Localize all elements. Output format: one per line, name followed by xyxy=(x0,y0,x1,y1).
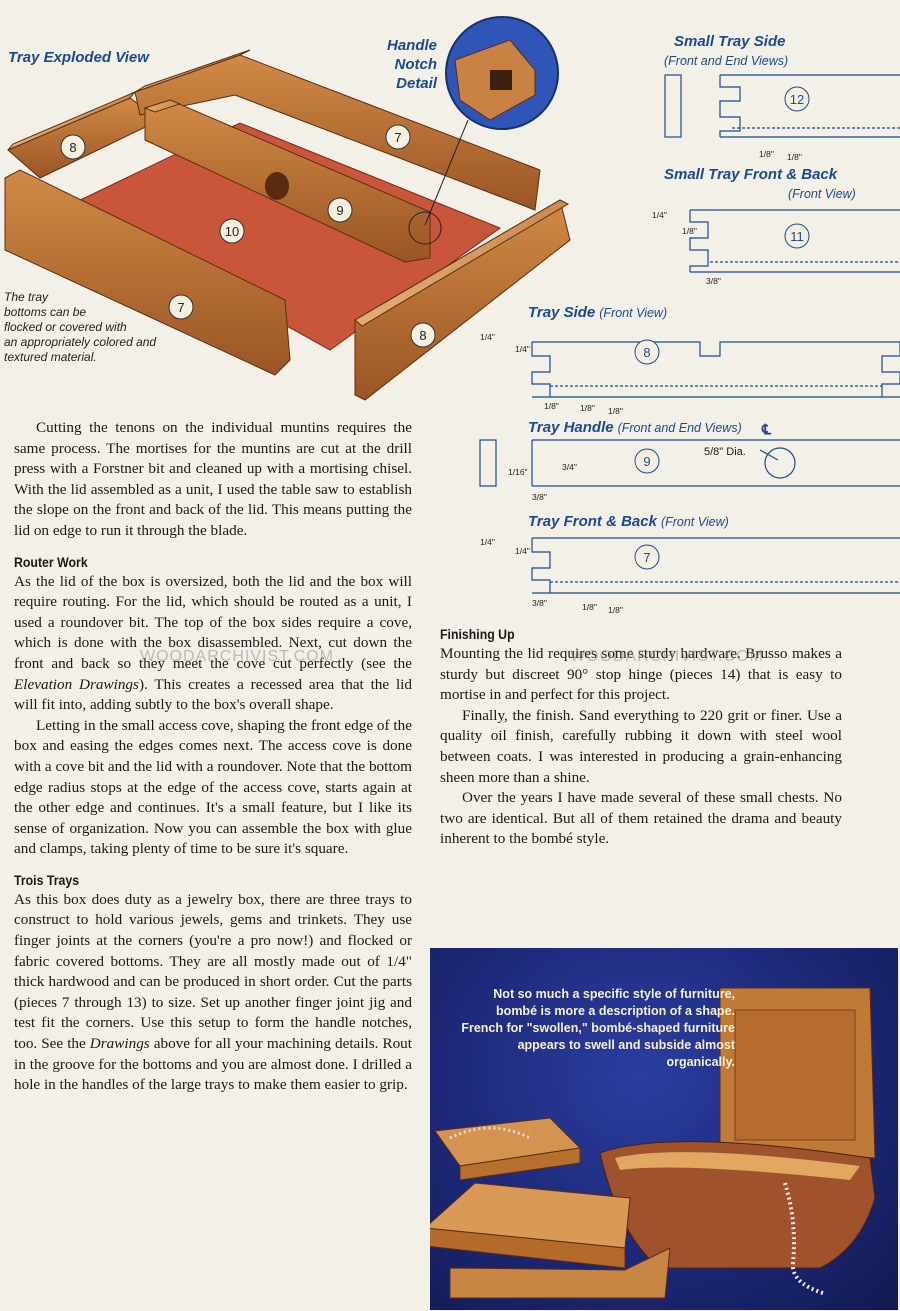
small-tray-side-subtitle: (Front and End Views) xyxy=(664,54,789,68)
section-heading-router-work: Router Work xyxy=(14,553,88,570)
svg-text:1/8": 1/8" xyxy=(608,605,623,615)
svg-text:1/8": 1/8" xyxy=(608,406,623,416)
svg-text:1/4": 1/4" xyxy=(515,546,530,556)
tray-exploded-view: 8 7 9 10 7 8 xyxy=(4,16,571,401)
svg-text:1/4": 1/4" xyxy=(515,344,530,354)
part-label: 7 xyxy=(394,130,401,145)
svg-text:1/4": 1/4" xyxy=(480,537,495,547)
svg-text:3/8": 3/8" xyxy=(532,492,547,502)
tray-handle-heading: Tray Handle (Front and End Views) xyxy=(528,419,742,436)
figure-title: Tray Exploded View xyxy=(8,49,149,66)
paragraph: As the lid of the box is oversized, both… xyxy=(14,572,412,714)
svg-text:1/8": 1/8" xyxy=(787,152,802,162)
svg-text:3/8": 3/8" xyxy=(706,276,721,286)
photo-illustration xyxy=(430,987,876,1299)
small-tray-side-title: Small Tray Side xyxy=(674,33,786,50)
technical-drawings: 12 11 8 9 7 1/8" 1/8" 1/4" 1/8" 3/8" 1/4… xyxy=(479,74,900,615)
svg-text:1/8": 1/8" xyxy=(544,401,559,411)
part-label: 9 xyxy=(336,203,343,218)
watermark: WOODARCHIVIST.COM xyxy=(140,648,334,665)
part-label: 8 xyxy=(419,328,426,343)
part-label: 8 xyxy=(643,345,650,360)
paragraph: Cutting the tenons on the individual mun… xyxy=(14,419,412,539)
part-label: 11 xyxy=(790,229,804,244)
part-label: 12 xyxy=(790,92,804,107)
handle-notch-label: Handle Notch Detail xyxy=(386,37,437,92)
part-label: 7 xyxy=(177,300,184,315)
article-column-left: Cutting the tenons on the individual mun… xyxy=(14,418,412,1096)
svg-text:1/4": 1/4" xyxy=(652,210,667,220)
svg-text:5/8" Dia.: 5/8" Dia. xyxy=(704,446,746,458)
paragraph: Over the years I have made several of th… xyxy=(440,789,842,848)
tray-front xyxy=(4,169,291,376)
part-label: 9 xyxy=(643,454,650,469)
part-number-circles xyxy=(60,124,436,348)
figure-caption: The tray bottoms can be flocked or cover… xyxy=(4,290,157,364)
small-tray-front-title: Small Tray Front & Back xyxy=(664,166,838,183)
section-heading-finishing-up: Finishing Up xyxy=(440,626,515,642)
tray-side-heading: Tray Side (Front View) xyxy=(528,304,668,321)
svg-text:1/8": 1/8" xyxy=(682,226,697,236)
part-label: 7 xyxy=(643,550,650,565)
paragraph: Mounting the lid requires some sturdy ha… xyxy=(440,645,842,704)
section-heading-trois-trays: Trois Trays xyxy=(14,871,80,888)
handle-hole xyxy=(265,172,289,200)
paragraph: Letting in the small access cove, shapin… xyxy=(14,716,412,858)
tray-front-heading: Tray Front & Back (Front View) xyxy=(528,513,729,530)
svg-text:1/8": 1/8" xyxy=(582,602,597,612)
svg-text:1/8": 1/8" xyxy=(580,403,595,413)
part-label: 10 xyxy=(225,224,239,239)
small-tray-front-subtitle: (Front View) xyxy=(788,187,856,201)
paragraph: Finally, the finish. Sand everything to … xyxy=(440,706,842,786)
svg-text:3/4": 3/4" xyxy=(562,462,577,472)
svg-text:3/8": 3/8" xyxy=(532,598,547,608)
article-column-right: Finishing Up Mounting the lid requires s… xyxy=(440,624,842,850)
watermark: WOODARCHIVIST.COM xyxy=(570,648,764,665)
svg-text:1/8": 1/8" xyxy=(759,149,774,159)
jewelry-box-photo: Not so much a specific style of furnitur… xyxy=(430,948,898,1310)
part-label: 8 xyxy=(69,140,76,155)
svg-text:1/4": 1/4" xyxy=(480,332,495,342)
paragraph: As this box does duty as a jewelry box, … xyxy=(14,890,412,1094)
photo-caption: Not so much a specific style of furnitur… xyxy=(461,987,735,1069)
svg-text:1/16": 1/16" xyxy=(508,467,528,477)
svg-text:℄: ℄ xyxy=(761,421,772,437)
